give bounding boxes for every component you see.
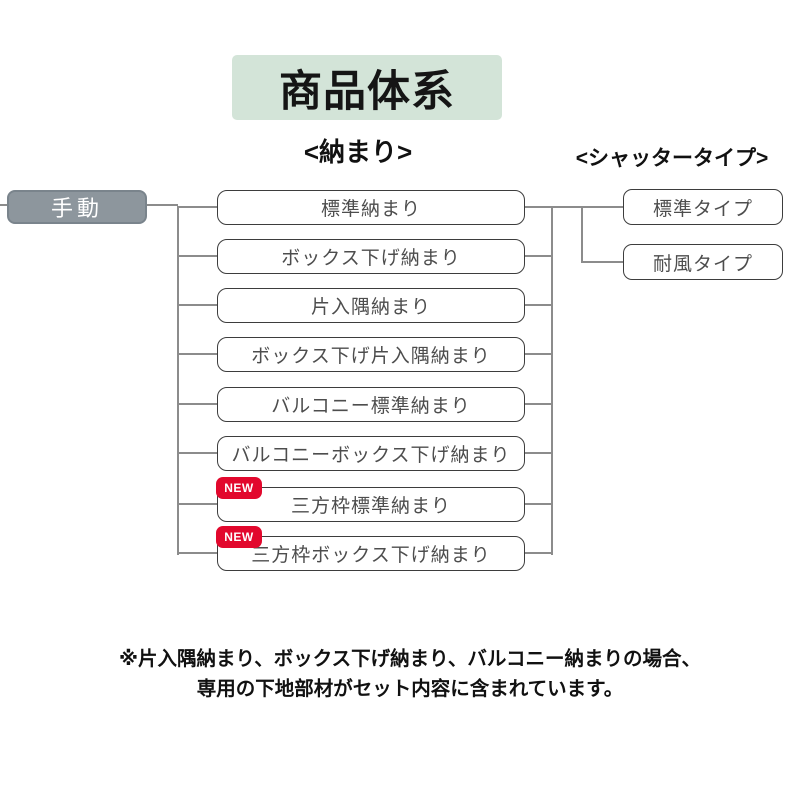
shutter-branch-trunk-line	[581, 206, 583, 263]
column-header-shutter-type: <シャッタータイプ>	[575, 147, 769, 170]
shutter-branch-line-standard	[582, 206, 623, 208]
branch-line-left	[178, 304, 217, 306]
branch-line-right	[525, 552, 552, 554]
fitting-box-three-side-frame-box-lowered: 三方枠ボックス下げ納まり	[217, 536, 525, 571]
footnote-line-1: ※片入隅納まり、ボックス下げ納まり、バルコニー納まりの場合、	[119, 648, 701, 670]
fitting-box-box-lowered-single-corner: ボックス下げ片入隅納まり	[217, 337, 525, 372]
left-trunk-line	[177, 206, 179, 555]
fitting-row: バルコニーボックス下げ納まり	[178, 436, 552, 471]
root-left-stub-line	[0, 204, 7, 206]
new-badge: NEW	[216, 477, 262, 499]
root-node-manual: 手動	[7, 190, 147, 224]
branch-line-right	[525, 255, 552, 257]
footnote-line-2: 専用の下地部材がセット内容に含まれています。	[196, 678, 624, 700]
branch-line-left	[178, 403, 217, 405]
fitting-row: NEW 三方枠ボックス下げ納まり	[178, 526, 552, 571]
branch-line-left	[178, 255, 217, 257]
fitting-row: バルコニー標準納まり	[178, 387, 552, 422]
fitting-box-balcony-standard: バルコニー標準納まり	[217, 387, 525, 422]
root-connector-line	[147, 204, 178, 206]
shutter-type-box-wind-resistant: 耐風タイプ	[623, 244, 783, 280]
fitting-box-three-side-frame-standard: 三方枠標準納まり	[217, 487, 525, 522]
page-title: 商品体系	[232, 55, 502, 120]
branch-line-right	[525, 452, 552, 454]
branch-line-right	[525, 304, 552, 306]
branch-line-right	[525, 503, 552, 505]
fitting-row: ボックス下げ片入隅納まり	[178, 337, 552, 372]
branch-line-left	[178, 503, 217, 505]
fitting-box-standard: 標準納まり	[217, 190, 525, 225]
fitting-row: ボックス下げ納まり	[178, 239, 552, 274]
right-trunk-line	[551, 206, 553, 555]
branch-line-left	[178, 353, 217, 355]
fitting-row: NEW 三方枠標準納まり	[178, 477, 552, 522]
fitting-row: 片入隅納まり	[178, 288, 552, 323]
branch-line-left	[178, 452, 217, 454]
shutter-feed-line	[552, 206, 583, 208]
shutter-type-box-standard: 標準タイプ	[623, 189, 783, 225]
branch-line-left	[178, 552, 217, 554]
fitting-row: 標準納まり	[178, 190, 552, 225]
branch-line-left	[178, 206, 217, 208]
footnote: ※片入隅納まり、ボックス下げ納まり、バルコニー納まりの場合、 専用の下地部材がセ…	[20, 644, 800, 704]
branch-line-right	[525, 353, 552, 355]
column-header-fitting: <納まり>	[303, 137, 413, 167]
fitting-box-single-corner: 片入隅納まり	[217, 288, 525, 323]
new-badge: NEW	[216, 526, 262, 548]
shutter-branch-line-wind	[582, 261, 623, 263]
fitting-box-balcony-box-lowered: バルコニーボックス下げ納まり	[217, 436, 525, 471]
branch-line-right	[525, 403, 552, 405]
branch-line-right	[525, 206, 552, 208]
fitting-box-box-lowered: ボックス下げ納まり	[217, 239, 525, 274]
